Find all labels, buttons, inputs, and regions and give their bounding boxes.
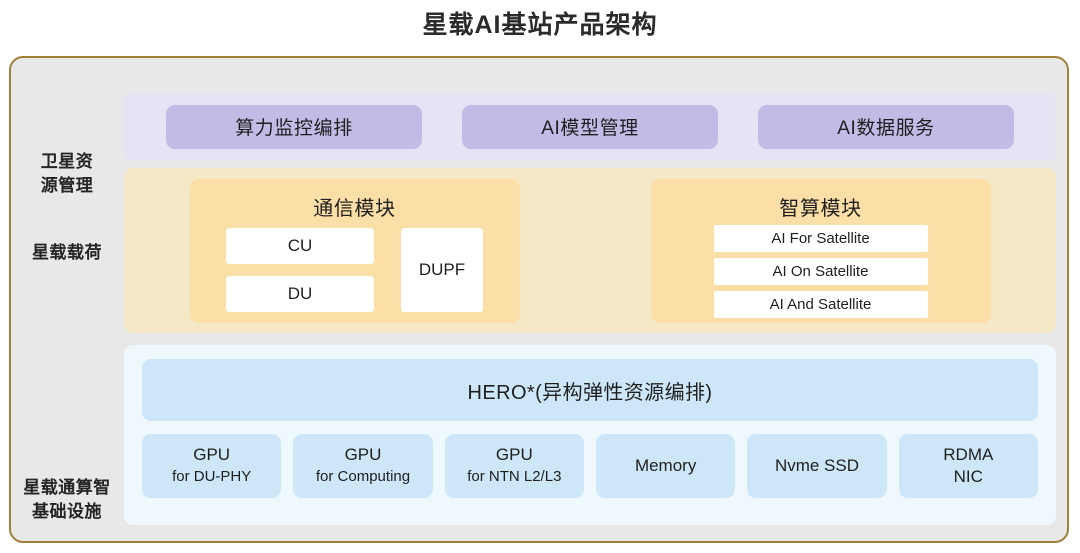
row-label-infrastructure: 星载通算智 基础设施 (11, 476, 123, 524)
row-label-infrastructure-line2: 基础设施 (32, 502, 102, 521)
hardware-box-rdma-nic-line1: RDMA (943, 445, 994, 464)
row-label-infrastructure-line1: 星载通算智 (23, 478, 111, 497)
payload-box-ai-and-satellite[interactable]: AI And Satellite (713, 290, 928, 318)
communication-module-body: CU DU DUPF (190, 227, 520, 318)
hardware-box-gpu-du-phy[interactable]: GPU for DU-PHY (142, 434, 282, 498)
communication-module-title: 通信模块 (313, 197, 396, 220)
hardware-box-gpu-du-phy-line2: for DU-PHY (172, 468, 252, 485)
hardware-box-gpu-du-phy-line1: GPU (193, 445, 231, 464)
intelligent-computing-module-title: 智算模块 (779, 197, 862, 220)
hardware-box-memory-line1: Memory (634, 456, 697, 475)
hardware-box-memory[interactable]: Memory (595, 434, 736, 498)
communication-module: 通信模块 CU DU DUPF (189, 178, 520, 323)
payload-box-du[interactable]: DU (226, 275, 374, 312)
row-label-resource-management-line1: 卫星资 (40, 152, 94, 171)
page-title: 星载AI基站产品架构 (422, 11, 658, 39)
infrastructure-band: HERO*(异构弹性资源编排) GPU for DU-PHY GPU for C… (124, 345, 1056, 525)
row-label-resource-management-line2: 源管理 (40, 176, 94, 195)
hardware-box-rdma-nic-line2: NIC (953, 467, 983, 486)
architecture-frame: 卫星资 源管理 算力监控编排 AI模型管理 AI数据服务 星载载荷 通信模块 C… (9, 56, 1069, 543)
row-label-payload: 星载载荷 (32, 243, 102, 262)
payload-box-cu[interactable]: CU (226, 227, 374, 264)
hero-orchestrator-bar[interactable]: HERO*(异构弹性资源编排) (142, 359, 1038, 421)
hardware-box-rdma-nic[interactable]: RDMA NIC (898, 434, 1038, 498)
resource-management-band: 算力监控编排 AI模型管理 AI数据服务 (124, 93, 1056, 160)
communication-cu-du-stack: CU DU (226, 227, 374, 312)
hardware-box-gpu-ntn-line2: for NTN L2/L3 (467, 468, 562, 485)
intelligent-computing-items: AI For Satellite AI On Satellite AI And … (651, 224, 991, 318)
resource-item-ai-data-service[interactable]: AI数据服务 (758, 104, 1014, 149)
intelligent-computing-module: 智算模块 AI For Satellite AI On Satellite AI… (650, 178, 991, 323)
payload-band: 通信模块 CU DU DUPF 智算模块 AI For Satellite AI… (124, 168, 1056, 333)
hardware-box-nvme-ssd-line1: Nvme SSD (774, 456, 860, 475)
hardware-box-gpu-computing-line1: GPU (344, 445, 382, 464)
resource-item-ai-model-management[interactable]: AI模型管理 (462, 104, 718, 149)
payload-box-ai-for-satellite[interactable]: AI For Satellite (713, 224, 928, 252)
hardware-box-gpu-ntn-line1: GPU (495, 445, 533, 464)
hardware-row: GPU for DU-PHY GPU for Computing GPU for… (142, 434, 1038, 498)
hardware-box-gpu-computing[interactable]: GPU for Computing (293, 434, 433, 498)
payload-box-ai-on-satellite[interactable]: AI On Satellite (713, 257, 928, 285)
hardware-box-nvme-ssd[interactable]: Nvme SSD (747, 434, 887, 498)
hardware-box-gpu-ntn[interactable]: GPU for NTN L2/L3 (444, 434, 584, 498)
row-label-resource-management: 卫星资 源管理 (11, 150, 123, 198)
hardware-box-gpu-computing-line2: for Computing (315, 468, 411, 485)
resource-item-compute-monitoring[interactable]: 算力监控编排 (166, 104, 422, 149)
payload-box-dupf[interactable]: DUPF (401, 227, 483, 312)
